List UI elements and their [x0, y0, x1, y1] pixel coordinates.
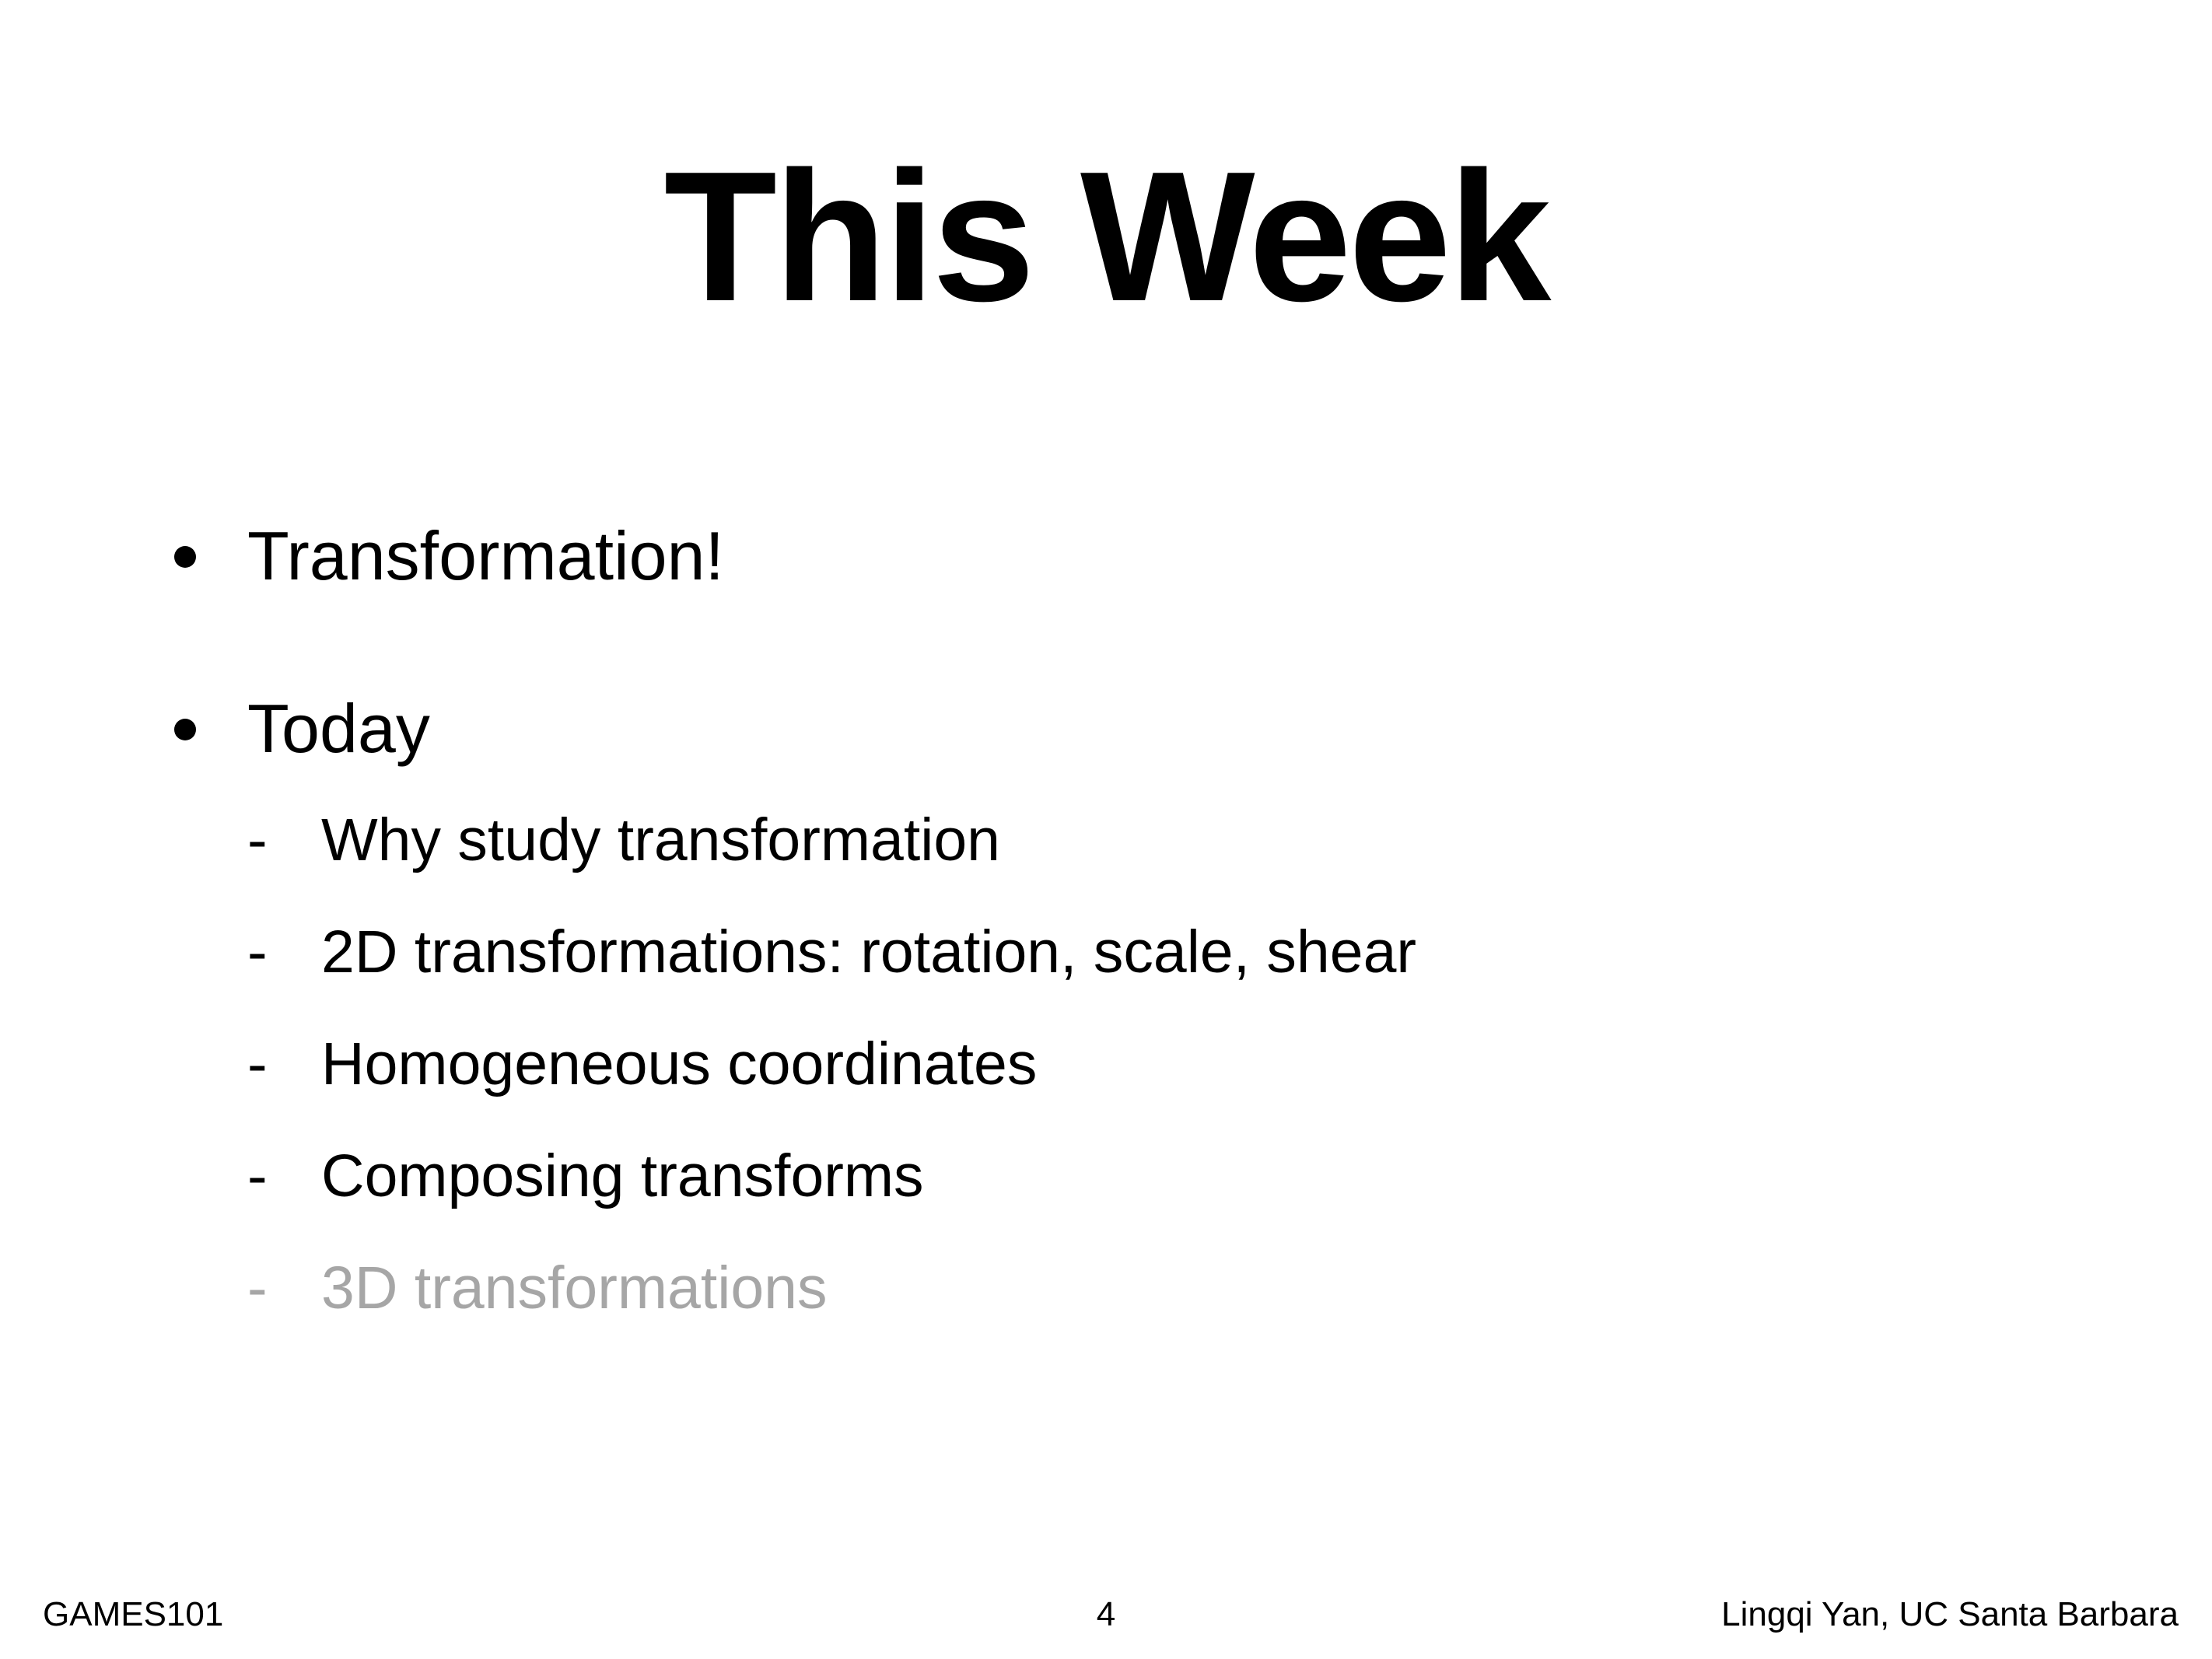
bullet-dot-icon	[174, 719, 196, 740]
bullet-item-today: Today - Why study transformation - 2D tr…	[171, 686, 1416, 1327]
footer-author: Lingqi Yan, UC Santa Barbara	[1721, 1595, 2179, 1633]
sub-item-text: Homogeneous coordinates	[321, 1031, 1038, 1097]
sub-item-why-study: - Why study transformation	[243, 801, 1416, 879]
dash-icon: -	[247, 807, 268, 873]
bullet-list: Transformation! Today - Why study transf…	[171, 513, 1416, 1327]
sub-item-text: Composing transforms	[321, 1143, 924, 1209]
sub-bullet-list: - Why study transformation - 2D transfor…	[247, 801, 1416, 1327]
footer-course: GAMES101	[43, 1595, 224, 1633]
slide-title: This Week	[663, 134, 1552, 340]
bullet-text: Transformation!	[247, 517, 724, 594]
sub-item-text: 3D transformations	[321, 1255, 828, 1321]
sub-item-3d-transformations: - 3D transformations	[243, 1249, 1416, 1327]
sub-item-text: 2D transformations: rotation, scale, she…	[321, 919, 1417, 985]
bullet-text: Today	[247, 690, 430, 767]
dash-icon: -	[247, 1143, 268, 1209]
footer-page-number: 4	[1096, 1595, 1116, 1633]
sub-item-homogeneous: - Homogeneous coordinates	[243, 1025, 1416, 1103]
sub-item-2d-transformations: - 2D transformations: rotation, scale, s…	[243, 913, 1416, 991]
sub-item-text: Why study transformation	[321, 807, 1000, 873]
dash-icon: -	[247, 919, 268, 985]
sub-item-composing: - Composing transforms	[243, 1137, 1416, 1215]
bullet-dot-icon	[174, 546, 196, 568]
dash-icon: -	[247, 1031, 268, 1097]
dash-icon: -	[247, 1255, 268, 1321]
bullet-item-transformation: Transformation!	[171, 513, 1416, 599]
